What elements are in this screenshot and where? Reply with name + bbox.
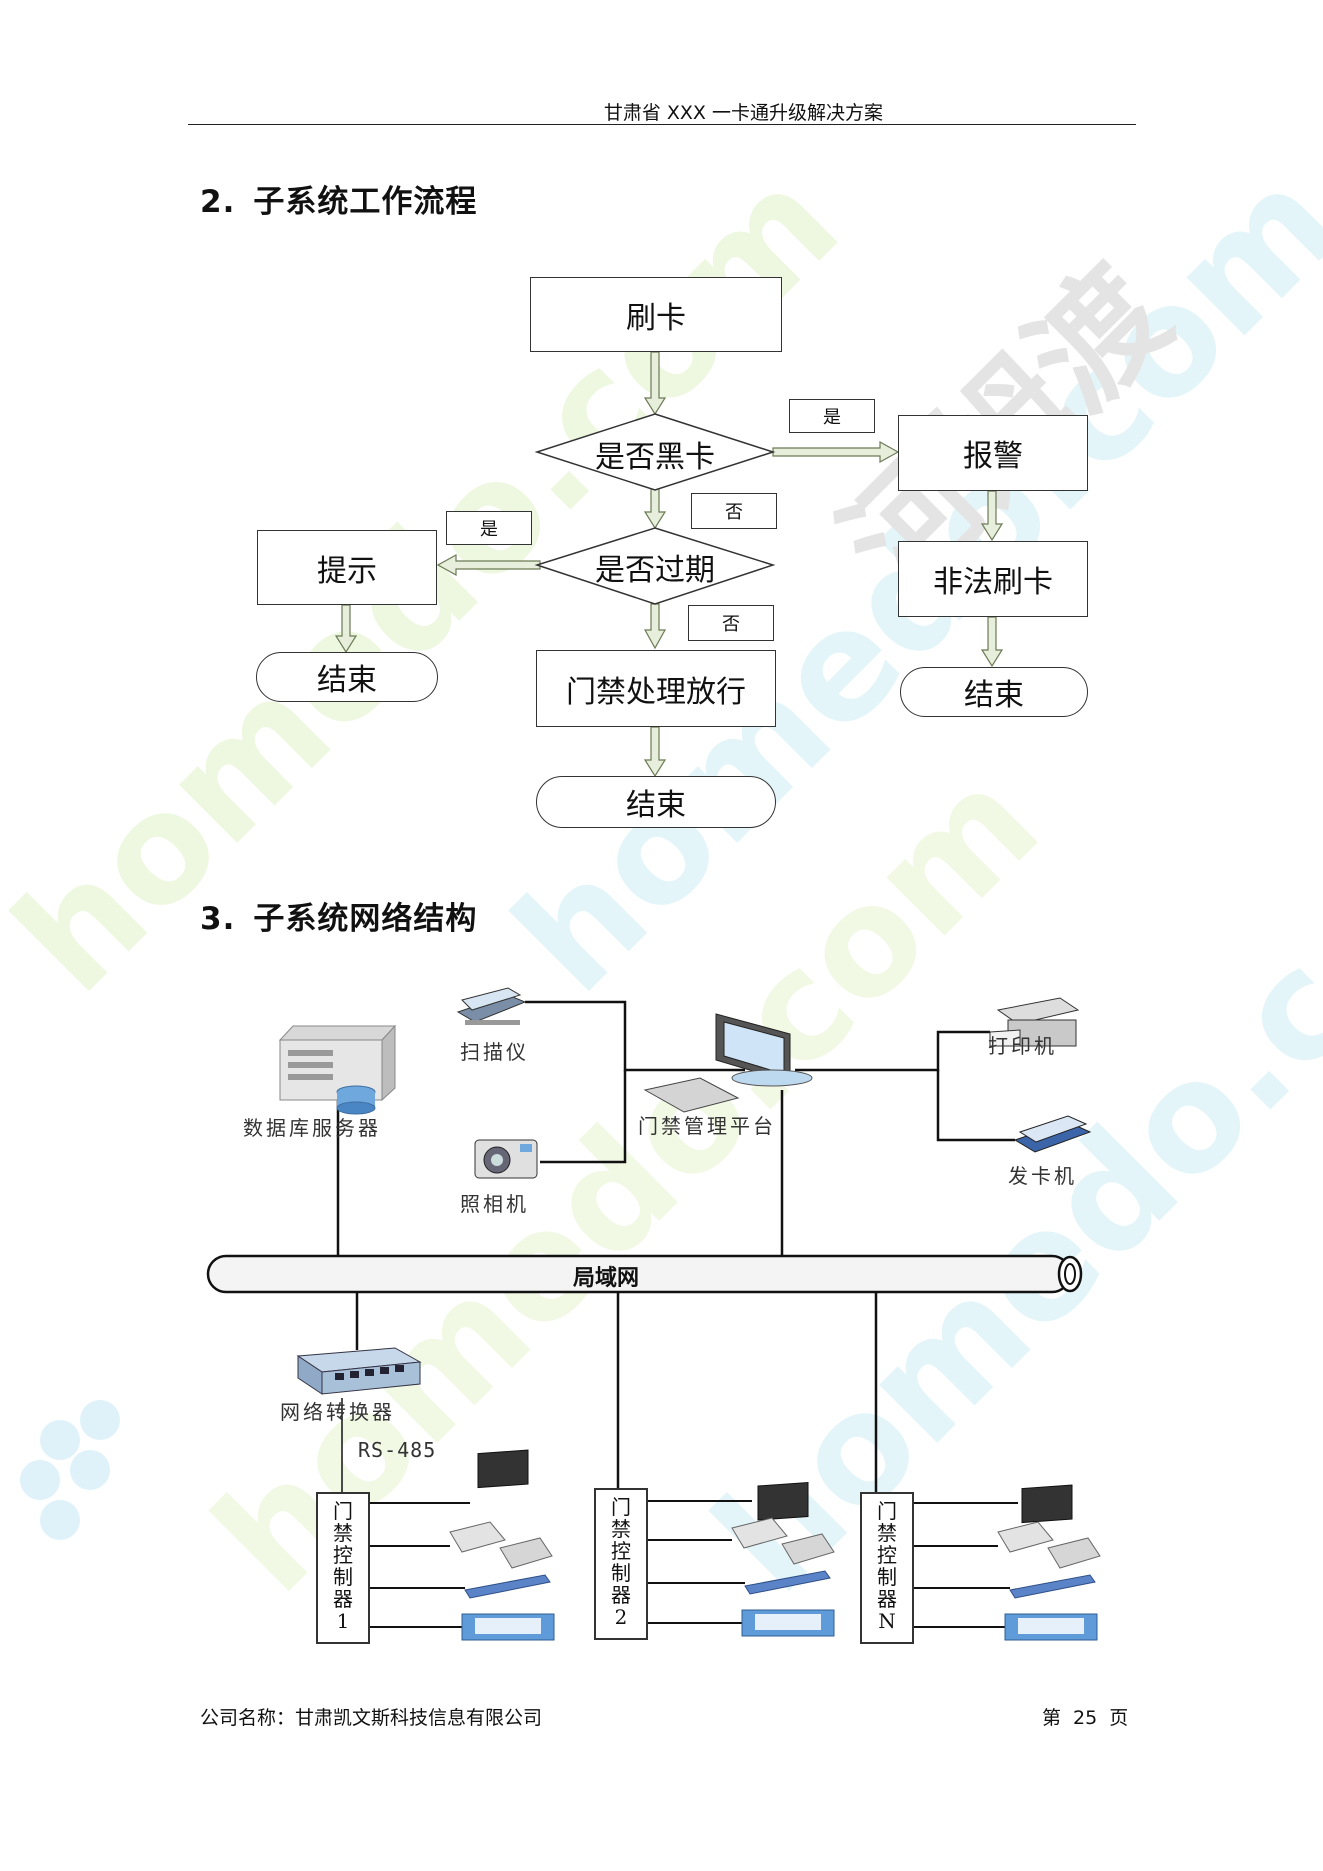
arrow-door-to-end: [643, 726, 667, 778]
arrow-expired-to-prompt: [436, 553, 541, 577]
flow-node-end-right: 结束: [900, 667, 1088, 717]
server-icon: [278, 1024, 397, 1115]
arrow-alarm-to-illegal: [980, 490, 1004, 542]
controller-peripherals-2: [731, 1481, 835, 1637]
flow-node-swipe: 刷卡: [530, 277, 782, 352]
section-2-heading: 2. 子系统工作流程: [200, 176, 477, 221]
flow-label-yes-2: 是: [446, 511, 532, 545]
label-db-server: 数据库服务器: [243, 1116, 381, 1140]
door-controller-n-label: 门禁控制器: [877, 1499, 897, 1611]
door-controller-1-id: 1: [336, 1609, 350, 1633]
flow-node-illegal-swipe: 非法刷卡: [898, 541, 1088, 617]
camera-icon: [474, 1139, 538, 1179]
section-2-number: 2.: [200, 184, 236, 220]
label-lan: 局域网: [573, 1266, 640, 1291]
footer-company: 公司名称：甘肃凯文斯科技信息有限公司: [200, 1707, 543, 1729]
flow-label-yes-1: 是: [789, 399, 875, 433]
diamond-blacklist: [534, 413, 776, 491]
footer-page-number: 第 25 页: [1042, 1707, 1129, 1729]
label-rs485: RS-485: [358, 1438, 437, 1462]
door-controller-1-label: 门禁控制器: [333, 1499, 353, 1611]
arrow-prompt-to-end: [334, 604, 358, 654]
controller-peripherals-n: [997, 1484, 1101, 1641]
arrow-swipe-to-blacklist: [643, 351, 667, 416]
flow-node-prompt: 提示: [257, 530, 437, 605]
network-converter-icon: [296, 1347, 422, 1395]
section-3-title: 子系统网络结构: [253, 901, 478, 937]
door-controller-2-label: 门禁控制器: [611, 1495, 631, 1607]
label-card-issuer: 发卡机: [1008, 1164, 1077, 1188]
section-2-title: 子系统工作流程: [253, 184, 478, 220]
header-title: 甘肃省 XXX 一卡通升级解决方案: [603, 102, 883, 124]
door-controller-n: 门禁控制器 N: [860, 1492, 914, 1644]
flow-label-no-1: 否: [691, 493, 777, 529]
flow-node-blacklist-label: 是否黑卡: [595, 440, 715, 475]
flow-node-alarm: 报警: [898, 415, 1088, 491]
section-3-heading: 3. 子系统网络结构: [200, 893, 477, 938]
computer-icon: [643, 1013, 813, 1113]
flowchart-svg: [334, 351, 1004, 778]
flow-node-expired-label: 是否过期: [595, 553, 715, 588]
header-divider: [188, 124, 1136, 125]
diamond-expired: [534, 527, 776, 605]
label-scanner: 扫描仪: [460, 1040, 529, 1064]
arrow-illegal-to-end: [980, 616, 1004, 668]
flow-node-door-process: 门禁处理放行: [536, 650, 776, 727]
arrow-blacklist-to-expired: [643, 487, 667, 530]
printer-icon: [989, 997, 1080, 1047]
door-controller-n-id: N: [878, 1609, 896, 1633]
flow-node-end-bottom: 结束: [536, 776, 776, 828]
label-printer: 打印机: [988, 1034, 1057, 1058]
scanner-icon: [456, 987, 527, 1025]
section-3-number: 3.: [200, 901, 236, 937]
flow-label-no-2: 否: [688, 605, 774, 641]
label-platform: 门禁管理平台: [638, 1114, 776, 1138]
card-issuer-icon: [1013, 1115, 1092, 1153]
flow-node-end-left: 结束: [256, 652, 438, 702]
controller-peripherals-1: [449, 1449, 555, 1641]
door-controller-2-id: 2: [614, 1605, 628, 1629]
arrow-expired-to-door: [643, 603, 667, 650]
door-controller-2: 门禁控制器 2: [594, 1488, 648, 1640]
arrow-blacklist-to-alarm: [772, 440, 900, 464]
lan-pipe: [206, 1254, 1083, 1294]
label-converter: 网络转换器: [280, 1400, 395, 1424]
door-controller-1: 门禁控制器 1: [316, 1492, 370, 1644]
label-camera: 照相机: [460, 1192, 529, 1216]
